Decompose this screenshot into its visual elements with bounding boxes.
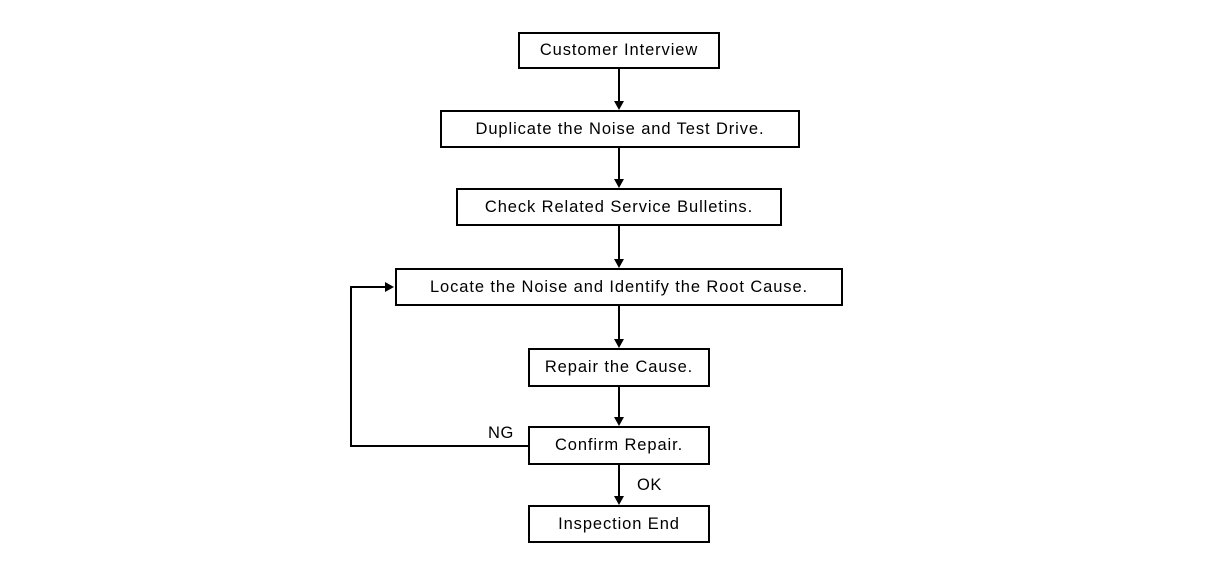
- arrowhead-down-icon: [614, 101, 624, 110]
- node-repair-cause[interactable]: Repair the Cause.: [528, 348, 710, 387]
- connector-confirm-to-end: [618, 465, 620, 496]
- node-customer-interview[interactable]: Customer Interview: [518, 32, 720, 69]
- node-inspection-end[interactable]: Inspection End: [528, 505, 710, 543]
- node-check-bulletins[interactable]: Check Related Service Bulletins.: [456, 188, 782, 226]
- arrowhead-right-icon: [385, 282, 394, 292]
- connector-ng-horizontal-top: [350, 286, 386, 288]
- edge-label-ng: NG: [488, 424, 514, 442]
- node-confirm-repair[interactable]: Confirm Repair.: [528, 426, 710, 465]
- arrowhead-down-icon: [614, 496, 624, 505]
- node-label: Confirm Repair.: [554, 436, 684, 455]
- connector-duplicate-to-bulletins: [618, 148, 620, 179]
- edge-label-ok: OK: [637, 476, 663, 494]
- node-label: Repair the Cause.: [544, 358, 694, 377]
- arrowhead-down-icon: [614, 417, 624, 426]
- node-locate-noise[interactable]: Locate the Noise and Identify the Root C…: [395, 268, 843, 306]
- node-label: Customer Interview: [539, 41, 699, 60]
- node-label: Locate the Noise and Identify the Root C…: [429, 277, 809, 296]
- node-label: Duplicate the Noise and Test Drive.: [475, 119, 765, 138]
- node-label: Inspection End: [558, 514, 680, 533]
- connector-ng-vertical: [350, 286, 352, 447]
- arrowhead-down-icon: [614, 259, 624, 268]
- connector-bulletins-to-locate: [618, 226, 620, 259]
- connector-ng-horizontal-bottom: [350, 445, 529, 447]
- arrowhead-down-icon: [614, 179, 624, 188]
- connector-repair-to-confirm: [618, 387, 620, 417]
- node-label: Check Related Service Bulletins.: [484, 197, 754, 216]
- connector-locate-to-repair: [618, 306, 620, 339]
- node-duplicate-noise[interactable]: Duplicate the Noise and Test Drive.: [440, 110, 800, 148]
- arrowhead-down-icon: [614, 339, 624, 348]
- connector-interview-to-duplicate: [618, 69, 620, 101]
